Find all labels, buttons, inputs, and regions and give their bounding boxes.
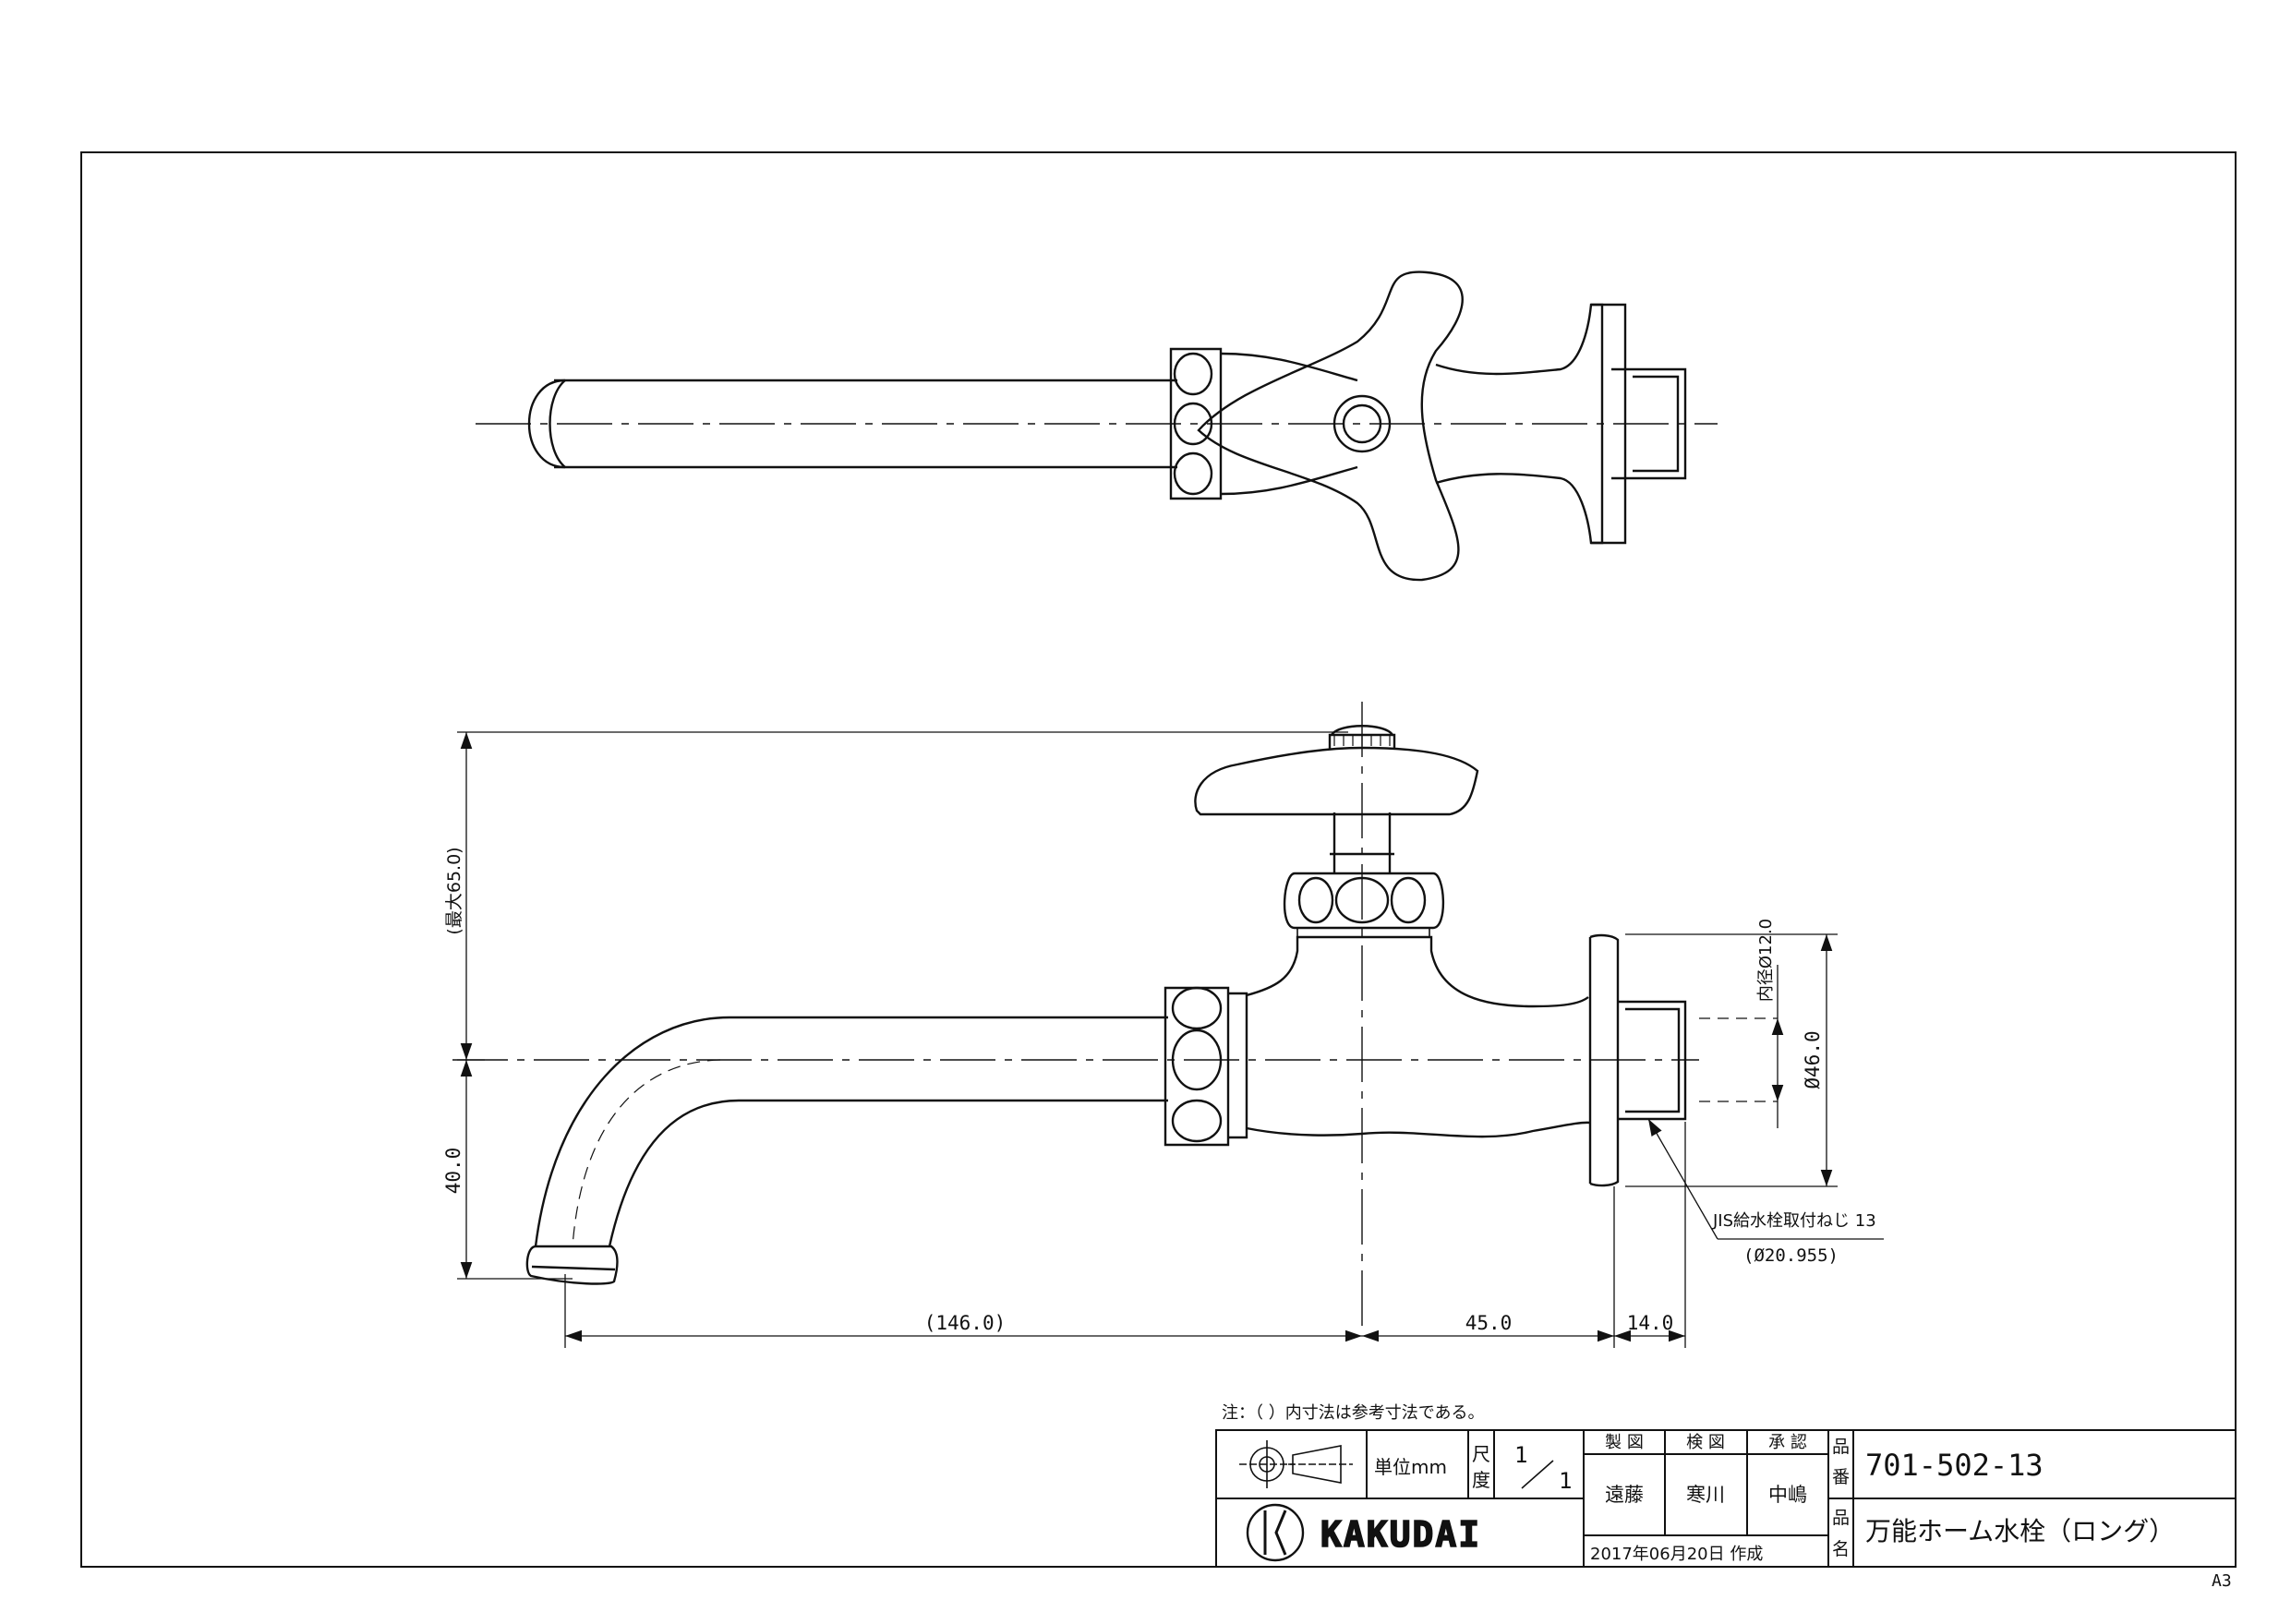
- dim-drop: 40.0: [442, 1148, 464, 1195]
- top-view: [476, 271, 1718, 582]
- dim-inner-diameter: 内径Ø12.0: [1756, 919, 1776, 1002]
- part-no-label-2: 番: [1832, 1467, 1850, 1487]
- front-spout-tip: [525, 1245, 619, 1285]
- front-spout-outer: [534, 1016, 1168, 1247]
- front-spout-inner: [608, 1099, 1168, 1247]
- top-handle: [1197, 271, 1464, 582]
- approved-by: 中嶋: [1768, 1484, 1807, 1506]
- scale-label-1: 尺: [1472, 1443, 1490, 1465]
- sheet-border: [80, 151, 2237, 1568]
- dimension-lines: [457, 731, 1884, 1348]
- checked-label: 検 図: [1686, 1433, 1725, 1452]
- top-spout-tube: [554, 379, 1177, 469]
- drawn-label: 製 図: [1605, 1433, 1644, 1452]
- checked-by: 寒川: [1686, 1484, 1725, 1506]
- name-label-1: 品: [1832, 1508, 1850, 1528]
- dim-reach: (146.0): [924, 1312, 1007, 1334]
- front-handle: [1194, 746, 1479, 816]
- approved-label: 承 認: [1768, 1433, 1807, 1452]
- front-spindle: [1330, 812, 1394, 873]
- brand-mark-icon: [1246, 1503, 1305, 1562]
- front-union-nut: [1164, 986, 1230, 1147]
- scale-denominator: 1: [1559, 1468, 1572, 1494]
- scale-label-2: 度: [1472, 1469, 1490, 1491]
- part-number: 701-502-13: [1865, 1448, 2044, 1483]
- top-handle-screw: [1332, 394, 1392, 453]
- dim-center-to-flange: 45.0: [1465, 1312, 1513, 1334]
- top-flange: [1591, 303, 1627, 545]
- dim-height-max: (最大65.0): [444, 847, 464, 934]
- dimension-texts: (最大65.0) 40.0 (146.0) 45.0 14.0 内径Ø12.0 …: [442, 847, 1876, 1334]
- name-label-2: 名: [1832, 1539, 1850, 1559]
- callout-thread-spec: JIS給水栓取付ねじ 13: [1712, 1211, 1876, 1231]
- top-thread: [1611, 367, 1687, 480]
- front-knurl: [1333, 735, 1391, 746]
- scale-numerator: 1: [1514, 1442, 1527, 1468]
- dim-thread-length: 14.0: [1627, 1312, 1674, 1334]
- title-block-texts: 単位mm 尺 度 1 1 製 図 検 図 承 認 遠藤 寒川 中嶋 2017年0…: [1374, 1433, 2175, 1564]
- scale-slash: [1521, 1460, 1554, 1489]
- drawn-by: 遠藤: [1605, 1484, 1644, 1506]
- brand-logo: KAKUDAI: [1246, 1503, 1481, 1562]
- top-spout-tip: [527, 379, 566, 469]
- dim-flange-diameter: Ø46.0: [1802, 1030, 1824, 1089]
- unit-label: 単位mm: [1374, 1456, 1447, 1478]
- created-date: 2017年06月20日 作成: [1590, 1545, 1763, 1564]
- projection-symbol: [1239, 1440, 1353, 1488]
- drawing-note: 注：（ ）内寸法は参考寸法である。: [1222, 1403, 1485, 1423]
- part-no-label-1: 品: [1832, 1437, 1850, 1457]
- front-body: [1246, 935, 1591, 1138]
- front-view: [452, 702, 1778, 1329]
- part-name: 万能ホーム水栓（ロング）: [1865, 1516, 2175, 1546]
- front-bonnet: [1283, 872, 1445, 930]
- title-block: [1215, 1429, 2237, 1568]
- callout-thread-diameter: (Ø20.955): [1743, 1245, 1839, 1266]
- brand-name: KAKUDAI: [1320, 1514, 1481, 1555]
- top-union-nut: [1169, 347, 1223, 500]
- sheet-size-label: A3: [2212, 1571, 2232, 1591]
- top-body: [1220, 352, 1358, 496]
- front-flange: [1588, 933, 1620, 1187]
